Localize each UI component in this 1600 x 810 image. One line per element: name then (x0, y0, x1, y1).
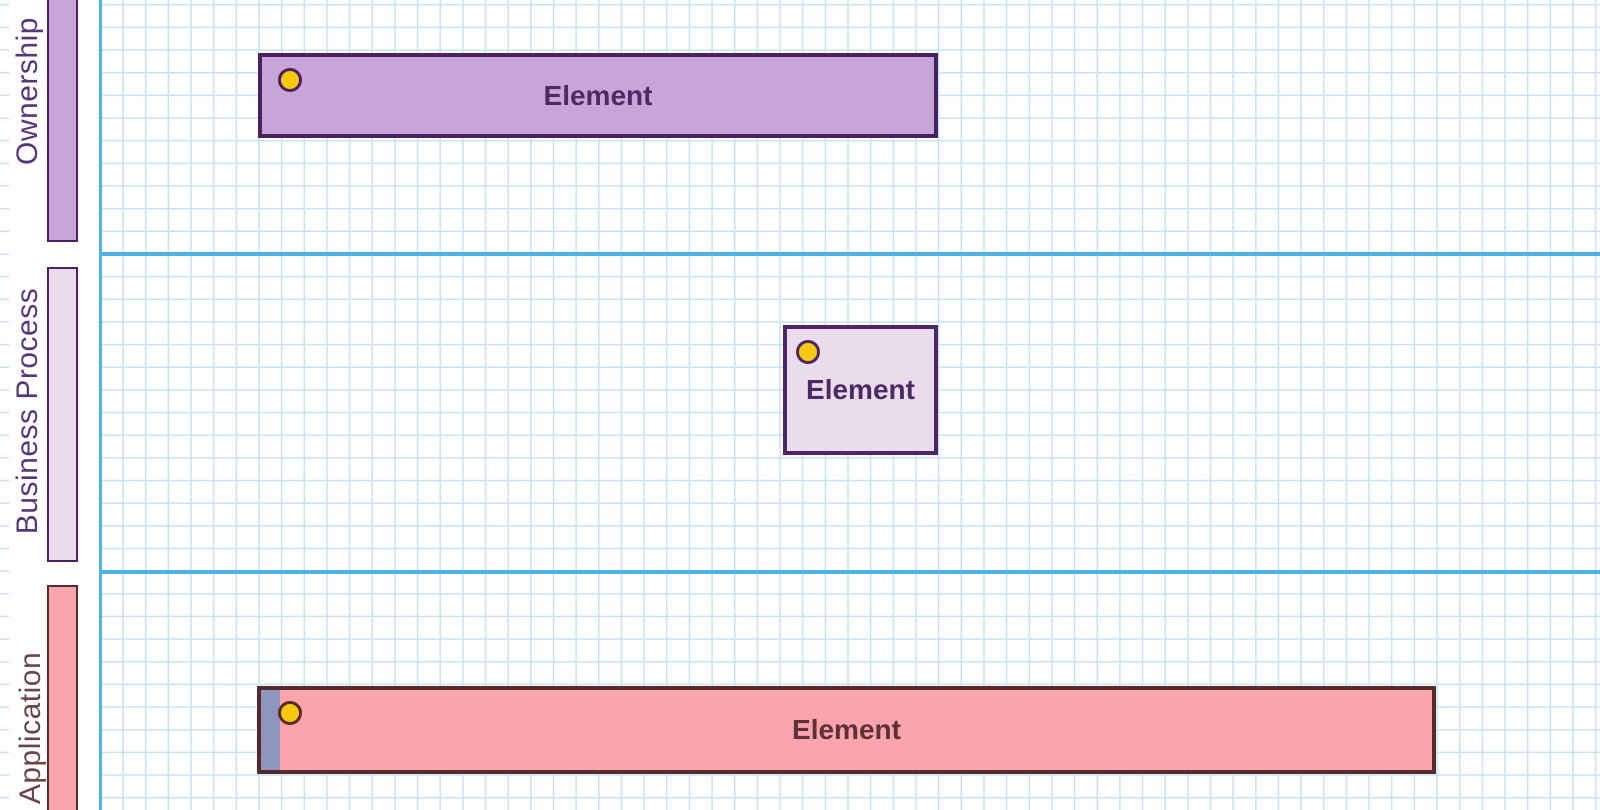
lane-label-ownership[interactable]: Ownership (11, 17, 44, 165)
lane-label-business-process[interactable]: Business Process (11, 287, 44, 535)
accent-strip (261, 690, 280, 770)
element-label: Element (543, 79, 653, 111)
element-label: Element (792, 714, 901, 745)
yellow-dot-icon (278, 701, 302, 725)
lane-bar-ownership[interactable] (47, 0, 78, 242)
lane-bar-business-process[interactable] (47, 267, 78, 562)
lane-separator-ownership-business (98, 252, 1600, 256)
yellow-dot-icon (278, 68, 302, 92)
lane-separator-business-application (98, 570, 1600, 574)
lane-label-application[interactable]: Application (14, 651, 47, 805)
element-shape-ownership[interactable]: Element (258, 53, 938, 138)
lane-bar-application[interactable] (47, 585, 78, 810)
yellow-dot-icon (796, 340, 820, 364)
pool-left-border (98, 0, 102, 810)
element-shape-business-process[interactable]: Element (783, 325, 938, 455)
element-shape-application[interactable]: Element (257, 686, 1436, 774)
element-label: Element (806, 374, 915, 405)
